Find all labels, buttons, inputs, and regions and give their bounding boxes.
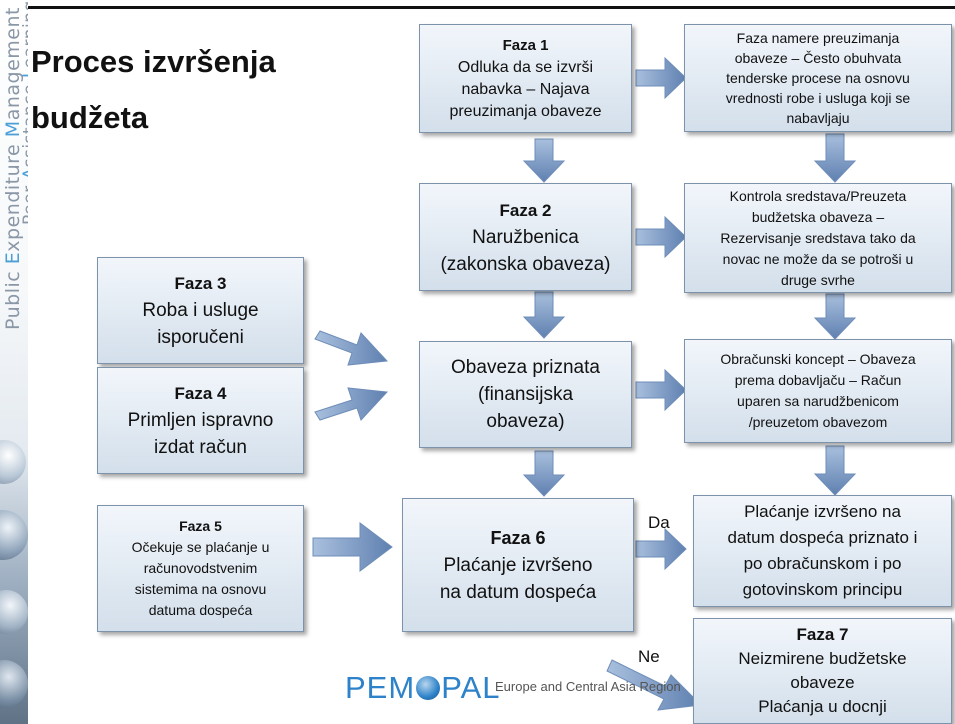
pempal-logo: PEM PAL (345, 670, 500, 706)
obaveza-line: obaveza) (486, 411, 565, 432)
sidebar-decoration: Public Expenditure Management Peer Assis… (0, 0, 28, 724)
arrow-note1-to-note2 (813, 133, 857, 183)
obaveza-line: (finansijska (477, 384, 574, 405)
note2-line: Rezervisanje sredstava tako da (720, 229, 916, 246)
obaveza-line: Obaveza priznata (451, 357, 600, 378)
arrow-faza6-ne (606, 659, 703, 711)
note3-line: /preuzetom obavezom (748, 414, 888, 430)
arrow-faza1-to-note1 (635, 56, 687, 100)
box-faza3: Faza 3 Roba i usluge isporučeni (97, 257, 304, 364)
arrow-obaveza-to-faza6 (522, 450, 566, 497)
note3-line: Obračunski koncept – Obaveza (720, 351, 916, 367)
box-faza5: Faza 5 Očekuje se plaćanje u računovodst… (97, 505, 304, 632)
logo-text-pem: PEM (345, 670, 416, 705)
faza6-line: na datum dospeća (439, 581, 597, 603)
note1-line: tenderske procese na osnovu (726, 70, 910, 86)
note1-line: nabavljaju (786, 110, 850, 126)
note2-line: Kontrola sredstava/Preuzeta (729, 187, 907, 204)
note3-line: uparen sa narudžbenicom (737, 393, 899, 409)
faza2-line: (zakonska obaveza) (440, 253, 611, 275)
faza4-line: Primljen ispravno (127, 410, 274, 431)
box-note4: Plaćanje izvršeno na datum dospeća prizn… (693, 495, 952, 607)
label-ne: Ne (638, 647, 660, 666)
faza3-line: Roba i usluge (142, 300, 259, 321)
faza1-line: Odluka da se izvrši (457, 58, 594, 76)
logo-region-text: Europe and Central Asia Region (495, 679, 681, 694)
box-faza7: Faza 7 Neizmirene budžetske obaveze Plać… (693, 618, 952, 724)
slide-title: Proces izvršenja budžeta (31, 44, 276, 135)
note2-line: budžetska obaveza – (751, 208, 885, 225)
faza7-line: Neizmirene budžetske (738, 649, 907, 668)
faza7-line: obaveze (790, 673, 855, 692)
arrow-faza6-da (635, 527, 687, 571)
note3-line: prema dobavljaču – Račun (734, 372, 902, 388)
arrow-faza2-to-note2 (635, 215, 687, 259)
box-obaveza-priznata: Obaveza priznata (finansijska obaveza) (419, 341, 632, 448)
box-note2: Kontrola sredstava/Preuzeta budžetska ob… (684, 183, 952, 293)
faza2-line: Naružbenica (472, 226, 579, 248)
faza2-heading: Faza 2 (499, 200, 552, 220)
faza6-heading: Faza 6 (490, 527, 546, 548)
globe-icon (416, 676, 441, 700)
faza7-line: Plaćanja u docnji (758, 697, 887, 716)
box-note1: Faza namere preuzimanja obaveze – Često … (684, 24, 952, 132)
box-faza2: Faza 2 Naružbenica (zakonska obaveza) (419, 183, 632, 291)
arrow-faza5-to-faza6 (312, 522, 393, 572)
faza4-heading: Faza 4 (174, 384, 227, 403)
note1-line: obaveze – Često obuhvata (734, 50, 902, 66)
box-faza4: Faza 4 Primljen ispravno izdat račun (97, 367, 304, 474)
note2-line: druge svrhe (781, 271, 855, 288)
faza5-heading: Faza 5 (179, 518, 222, 534)
note2-line: novac ne može da se potroši u (722, 250, 914, 267)
faza3-heading: Faza 3 (174, 274, 227, 293)
faza3-line: isporučeni (157, 327, 244, 348)
arrow-faza3-to-obaveza (314, 330, 389, 366)
faza1-line: preuzimanja obaveze (449, 102, 602, 120)
faza5-line: Očekuje se plaćanje u (131, 539, 270, 555)
note4-line: datum dospeća priznato i (727, 528, 918, 547)
top-border-line (0, 6, 955, 9)
arrow-faza1-to-faza2 (522, 138, 566, 183)
arrow-note2-to-note3 (813, 293, 857, 340)
faza1-line: nabavka – Najava (461, 80, 590, 98)
faza1-heading: Faza 1 (502, 36, 549, 54)
faza7-heading: Faza 7 (796, 625, 849, 644)
faza5-line: sistemima na osnovu (134, 581, 267, 597)
note1-line: vrednosti robe i usluga koji se (725, 90, 911, 106)
faza5-line: datuma dospeća (148, 602, 253, 618)
note1-line: Faza namere preuzimanja (736, 30, 900, 46)
arrow-note3-to-note4 (813, 445, 857, 496)
faza5-line: računovodstvenim (143, 560, 258, 576)
note4-line: Plaćanje izvršeno na (744, 502, 901, 521)
arrow-obaveza-to-note3 (635, 368, 687, 412)
note4-line: gotovinskom principu (742, 580, 903, 599)
box-faza6: Faza 6 Plaćanje izvršeno na datum dospeć… (402, 498, 634, 632)
box-faza1: Faza 1 Odluka da se izvrši nabavka – Naj… (419, 24, 632, 133)
faza4-line: izdat račun (154, 437, 247, 458)
arrow-faza4-to-obaveza (314, 387, 389, 421)
note4-line: po obračunskom i po (743, 554, 902, 573)
box-note3: Obračunski koncept – Obaveza prema dobav… (684, 339, 952, 443)
arrow-faza2-to-obaveza (522, 291, 566, 339)
logo-text-pal: PAL (441, 670, 501, 705)
label-da: Da (648, 513, 670, 532)
faza6-line: Plaćanje izvršeno (443, 554, 593, 576)
